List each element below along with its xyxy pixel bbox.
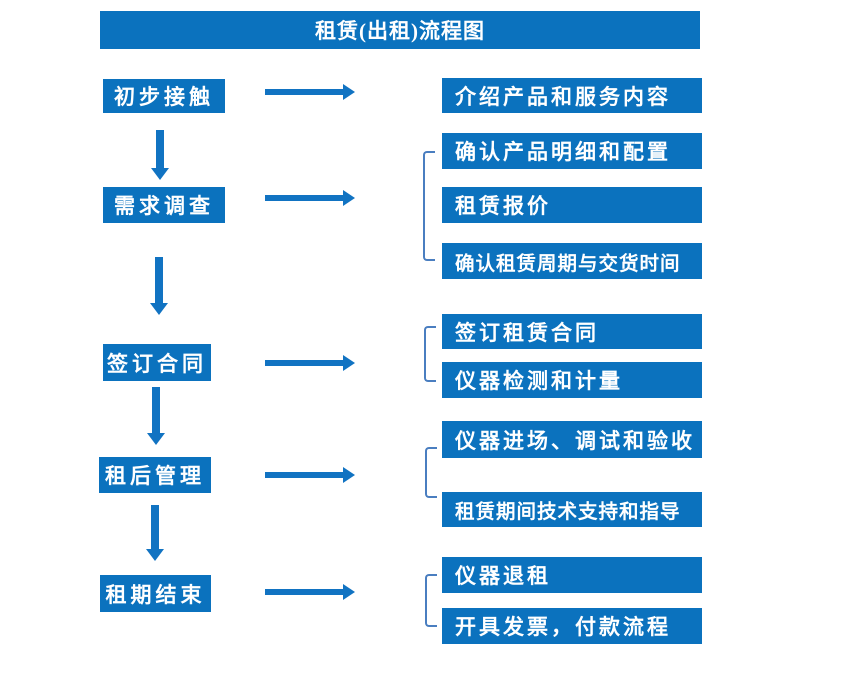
detail-box-invoice-payment: 开具发票，付款流程 [442, 608, 702, 644]
stage-box-sign-contract: 签订合同 [103, 344, 211, 381]
bracket-group-rental-end [425, 574, 437, 627]
detail-box-instrument-return: 仪器退租 [442, 557, 702, 593]
detail-box-instrument-testing: 仪器检测和计量 [442, 362, 702, 398]
stage-box-initial-contact: 初步接触 [103, 79, 225, 113]
detail-box-confirm-config: 确认产品明细和配置 [442, 133, 702, 169]
down-arrow-4 [151, 505, 159, 549]
down-arrow-3 [152, 387, 160, 433]
right-arrow-3 [265, 360, 343, 366]
detail-box-intro-products: 介绍产品和服务内容 [442, 78, 702, 113]
down-arrow-2 [155, 257, 163, 303]
bracket-group-needs-survey [423, 151, 435, 261]
bracket-group-sign-contract [424, 326, 436, 382]
stage-box-needs-survey: 需求调查 [103, 187, 225, 223]
detail-box-rental-quote: 租赁报价 [442, 187, 702, 223]
stage-box-post-rental-mgmt: 租后管理 [99, 457, 211, 493]
stage-box-rental-end: 租期结束 [100, 575, 211, 612]
bracket-group-post-rental [425, 447, 437, 498]
detail-box-sign-rental-contract: 签订租赁合同 [442, 314, 702, 349]
right-arrow-5 [265, 589, 343, 595]
detail-box-confirm-period: 确认租赁周期与交货时间 [442, 243, 702, 279]
detail-box-tech-support: 租赁期间技术支持和指导 [442, 492, 702, 527]
flowchart-title: 租赁(出租)流程图 [100, 11, 700, 49]
right-arrow-4 [265, 472, 343, 478]
right-arrow-1 [265, 89, 343, 95]
detail-box-instrument-setup: 仪器进场、调试和验收 [442, 421, 702, 458]
right-arrow-2 [265, 195, 343, 201]
down-arrow-1 [156, 130, 164, 168]
